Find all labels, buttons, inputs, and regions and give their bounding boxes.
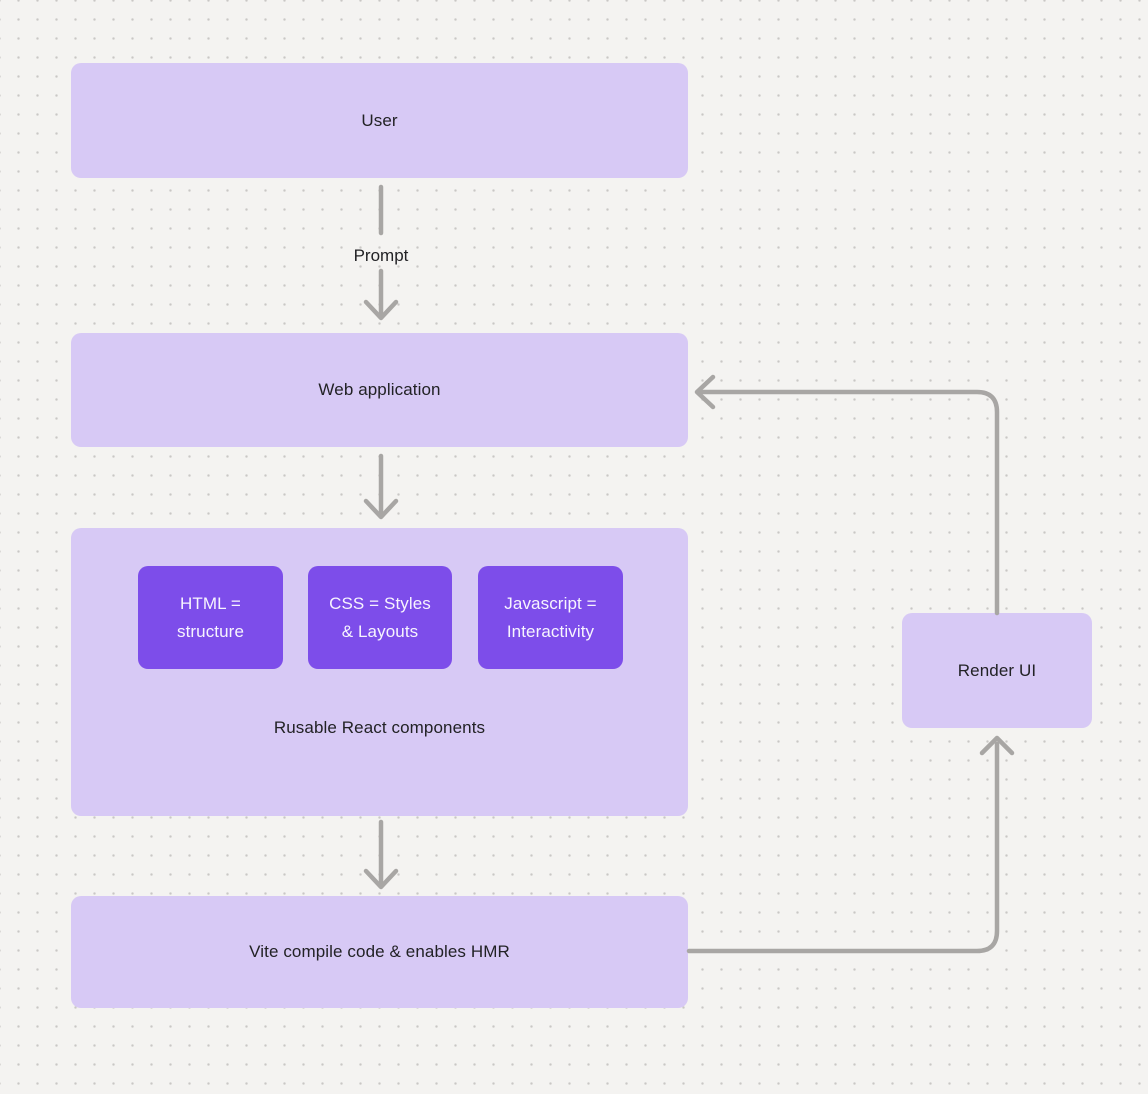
chip-html-line2: structure (176, 621, 245, 641)
arrowhead-up-render (979, 735, 1015, 756)
arrowhead-down-vite (363, 868, 399, 890)
chip-css: CSS = Styles & Layouts (308, 566, 452, 669)
components-group-label: Rusable React components (273, 718, 486, 737)
arrowhead-left-webapp (694, 374, 716, 410)
node-user-label: User (361, 110, 398, 130)
edge-label-prompt: Prompt (353, 246, 409, 265)
node-user: User (71, 63, 688, 178)
arrowhead-down-webapp (363, 299, 399, 321)
node-components-group: HTML = structure CSS = Styles & Layouts … (71, 528, 688, 816)
edge-vite-render (686, 741, 1000, 954)
chip-javascript-line1: Javascript = (504, 593, 597, 613)
chip-html: HTML = structure (138, 566, 283, 669)
node-web-application: Web application (71, 333, 688, 447)
node-web-application-label: Web application (318, 380, 441, 399)
chip-javascript-line2: Interactivity (506, 621, 595, 641)
edge-render-webapp (698, 389, 1000, 616)
node-render-ui-label: Render UI (957, 660, 1037, 680)
chip-javascript: Javascript = Interactivity (478, 566, 623, 669)
node-vite-label: Vite compile code & enables HMR (249, 942, 510, 961)
node-render-ui: Render UI (902, 613, 1092, 728)
chip-html-line1: HTML = (180, 593, 241, 613)
node-vite: Vite compile code & enables HMR (71, 896, 688, 1008)
arrowhead-down-group (363, 498, 399, 520)
chip-css-line1: CSS = Styles (329, 593, 431, 613)
chip-css-line2: & Layouts (341, 621, 419, 641)
